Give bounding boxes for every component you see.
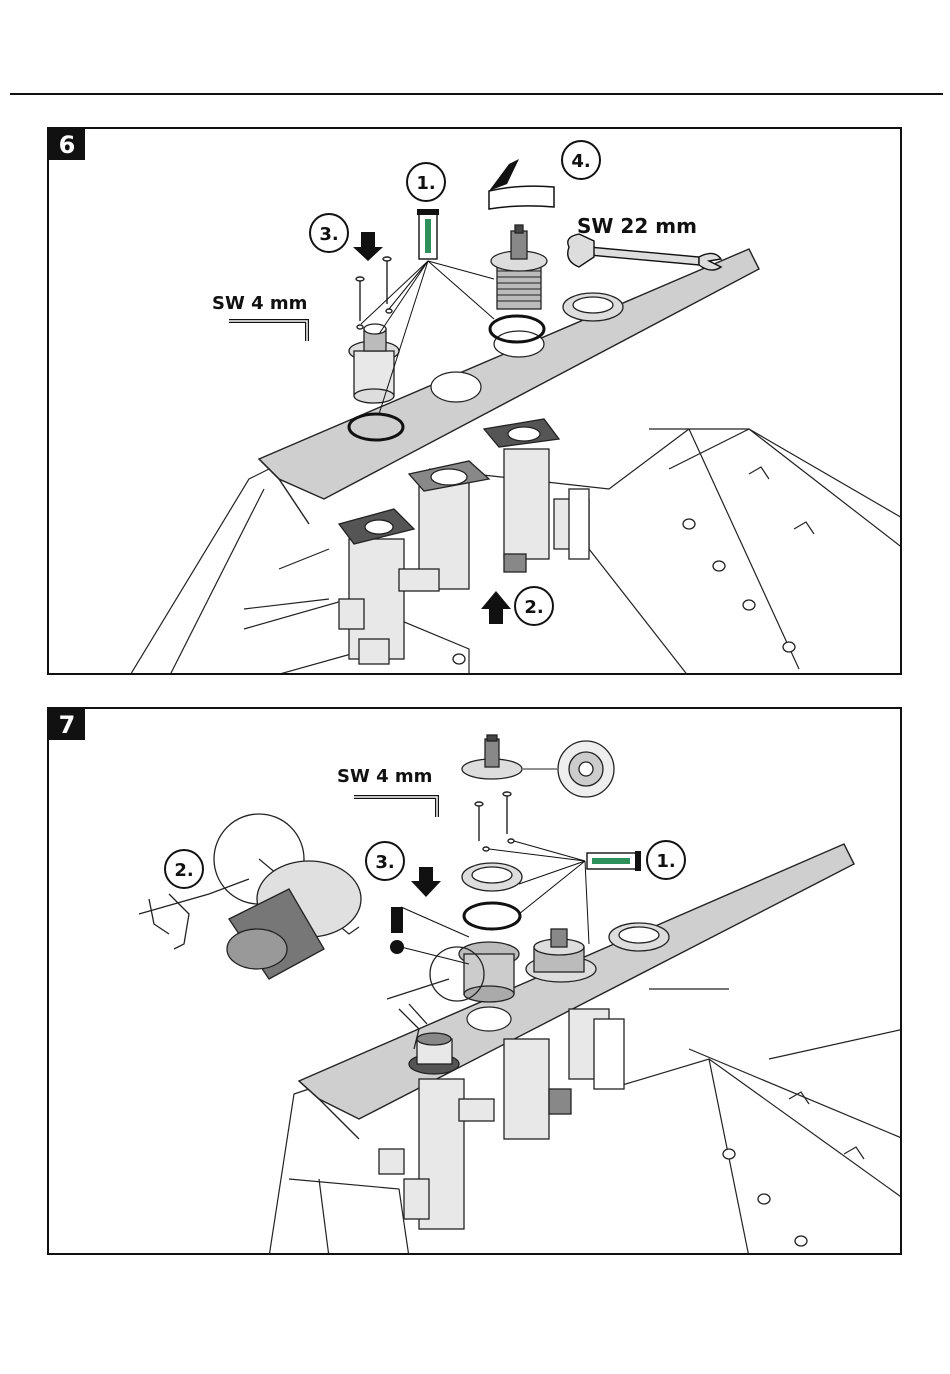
detail-magnifier-large bbox=[139, 814, 361, 979]
step-7-down-arrow-icon bbox=[411, 867, 441, 897]
cover-cap bbox=[462, 735, 614, 797]
hex-key-icon bbox=[354, 797, 437, 817]
threaded-cartridge bbox=[491, 225, 547, 309]
callout-2: 2. bbox=[515, 587, 553, 625]
callout-4: 4. bbox=[562, 141, 600, 179]
warning-icon bbox=[390, 907, 469, 964]
step-6-up-arrow-icon bbox=[481, 591, 511, 624]
wrench-icon bbox=[568, 234, 721, 270]
step-6-panel: 6 bbox=[47, 127, 902, 675]
callout-1: 1. bbox=[647, 841, 685, 879]
svg-text:4.: 4. bbox=[571, 151, 590, 172]
svg-text:1.: 1. bbox=[656, 851, 675, 872]
callout-2: 2. bbox=[165, 850, 203, 888]
step-7-panel: 7 bbox=[47, 707, 902, 1255]
svg-text:2.: 2. bbox=[174, 860, 193, 881]
insert-sleeve bbox=[459, 942, 519, 1002]
rotate-arrow-icon bbox=[489, 159, 554, 209]
callout-1: 1. bbox=[407, 163, 445, 201]
central-cartridge bbox=[526, 929, 596, 982]
step-6-number: 6 bbox=[49, 129, 85, 160]
svg-text:3.: 3. bbox=[375, 852, 394, 873]
panel-tabs bbox=[749, 467, 814, 534]
wrench-label: SW 22 mm bbox=[577, 214, 697, 238]
hex-key-label: SW 4 mm bbox=[212, 293, 307, 314]
panel-tabs bbox=[789, 1092, 864, 1159]
callout-3: 3. bbox=[310, 214, 348, 252]
seal-ring bbox=[563, 293, 623, 321]
grease-tube-icon bbox=[587, 851, 641, 871]
panel-holes bbox=[723, 1149, 807, 1246]
svg-text:3.: 3. bbox=[319, 224, 338, 245]
o-ring bbox=[464, 903, 520, 929]
hex-key-icon bbox=[229, 321, 307, 341]
step-6-down-arrow-icon bbox=[353, 232, 383, 261]
header-rule bbox=[10, 93, 943, 95]
hex-key-label: SW 4 mm bbox=[337, 766, 432, 787]
step-7-number: 7 bbox=[49, 709, 85, 740]
screws bbox=[356, 257, 392, 329]
screws bbox=[475, 792, 514, 851]
step-6-illustration: 1. 2. 3. 4. SW 4 mm SW 22 mm bbox=[49, 129, 902, 675]
step-7-illustration: 1. 2. 3. SW 4 mm bbox=[49, 709, 902, 1255]
svg-text:2.: 2. bbox=[524, 597, 543, 618]
left-cartridge bbox=[349, 324, 399, 403]
mounting-shelf bbox=[299, 844, 854, 1139]
grease-tube-icon bbox=[417, 209, 439, 259]
callout-3: 3. bbox=[366, 842, 404, 880]
svg-text:1.: 1. bbox=[416, 173, 435, 194]
